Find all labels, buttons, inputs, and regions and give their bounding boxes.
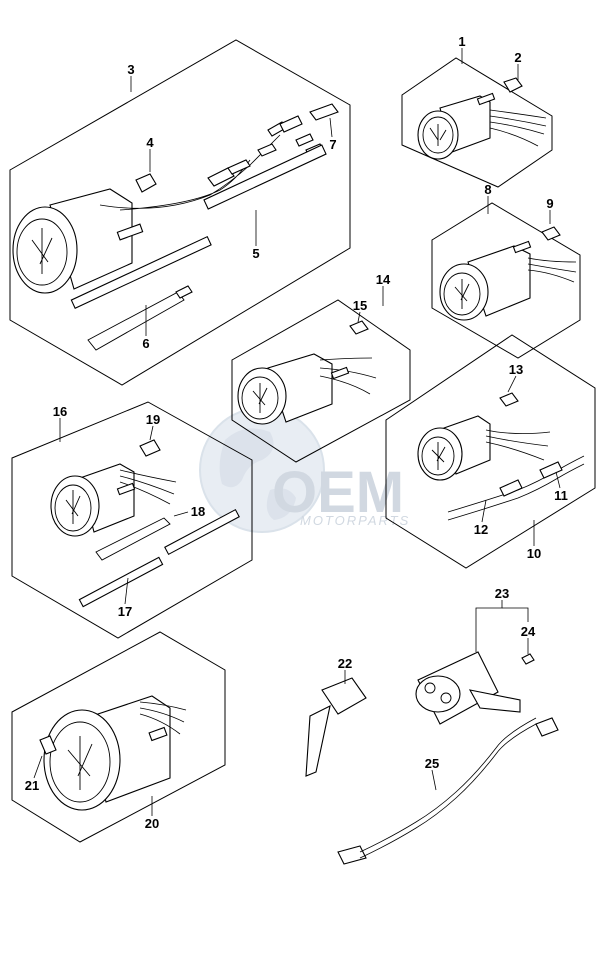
frame-group-16 xyxy=(11,401,253,639)
callout-5: 5 xyxy=(252,246,259,261)
harness-25 xyxy=(337,845,367,865)
callout-11: 11 xyxy=(554,488,568,503)
callout-4: 4 xyxy=(146,135,154,150)
gauge-group-1 xyxy=(417,77,547,160)
callout-24: 24 xyxy=(521,624,536,639)
watermark: OEM MOTORPARTS xyxy=(199,407,410,533)
frame-group-8 xyxy=(431,202,581,359)
watermark-subtitle: MOTORPARTS xyxy=(300,513,410,528)
callout-17: 17 xyxy=(118,604,132,619)
leader-lines xyxy=(33,48,561,816)
callout-3: 3 xyxy=(127,62,134,77)
frame-group-10 xyxy=(385,334,596,569)
gauge-group-14 xyxy=(237,320,377,425)
sensor-22 xyxy=(321,677,367,715)
group-frames xyxy=(9,39,596,843)
frame-group-20 xyxy=(11,631,226,843)
loose-parts xyxy=(305,651,559,865)
callout-20: 20 xyxy=(145,816,159,831)
screw-24 xyxy=(521,653,535,665)
gauge-group-8 xyxy=(439,226,577,321)
callout-25: 25 xyxy=(425,756,439,771)
callout-18: 18 xyxy=(191,504,205,519)
callout-22: 22 xyxy=(338,656,352,671)
callout-14: 14 xyxy=(376,272,391,287)
gauge-group-10 xyxy=(417,392,585,521)
callout-15: 15 xyxy=(353,298,367,313)
gauge-group-16 xyxy=(50,439,240,608)
callout-1: 1 xyxy=(458,34,465,49)
callout-7: 7 xyxy=(329,137,336,152)
callout-numbers: 1 2 3 4 5 6 7 8 9 10 11 12 13 14 15 16 1… xyxy=(25,34,568,831)
callout-13: 13 xyxy=(509,362,523,377)
callout-8: 8 xyxy=(484,182,491,197)
callout-21: 21 xyxy=(25,778,39,793)
gauge-group-20 xyxy=(39,695,187,811)
frame-group-1 xyxy=(401,57,553,188)
frame-group-14 xyxy=(231,299,411,463)
callout-16: 16 xyxy=(53,404,67,419)
callout-12: 12 xyxy=(474,522,488,537)
callout-6: 6 xyxy=(142,336,149,351)
callout-23: 23 xyxy=(495,586,509,601)
callout-2: 2 xyxy=(514,50,521,65)
gauge-group-3 xyxy=(12,103,339,351)
callout-19: 19 xyxy=(146,412,160,427)
callout-10: 10 xyxy=(527,546,541,561)
frame-group-3 xyxy=(9,39,351,386)
watermark-brand: OEM xyxy=(272,460,404,525)
callout-9: 9 xyxy=(546,196,553,211)
